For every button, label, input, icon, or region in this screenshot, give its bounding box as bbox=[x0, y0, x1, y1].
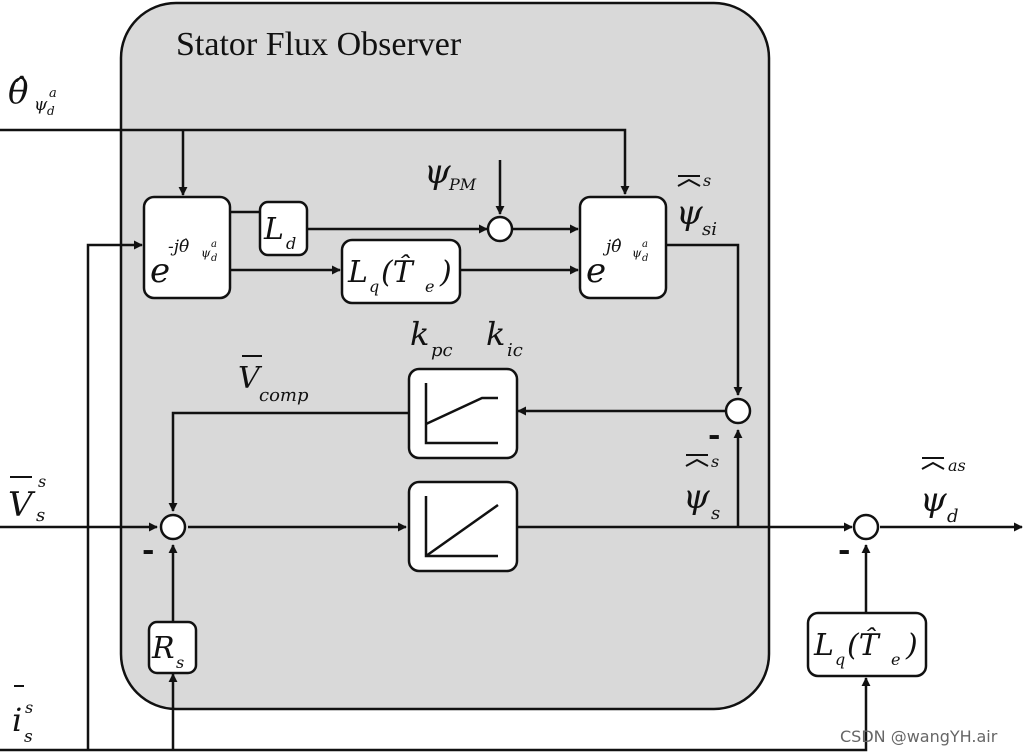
vcomp-subscript: comp bbox=[259, 385, 309, 406]
wire-psi-si-to-sum bbox=[666, 243, 743, 396]
rot-neg-exp-sup: a bbox=[211, 239, 217, 250]
vcomp-symbol: V bbox=[238, 361, 263, 396]
lq-out-symbol: L bbox=[813, 628, 834, 663]
wire-is-to-rot-neg bbox=[86, 240, 143, 750]
lq-argument-close: ) bbox=[439, 255, 452, 290]
sum-junction-int bbox=[159, 513, 187, 541]
rot-neg-exp-subsub: d bbox=[211, 253, 217, 264]
psi-d-superscript: as bbox=[948, 456, 966, 475]
psi-d-subscript: d bbox=[947, 506, 959, 527]
ld-subscript: d bbox=[286, 234, 296, 253]
rot-pos-exp-sup: a bbox=[642, 239, 648, 250]
pi-axes-icon bbox=[424, 383, 498, 445]
lq-out-argument-close: ) bbox=[905, 628, 918, 663]
rot-pos-exp-subsub: d bbox=[642, 253, 648, 264]
is-symbol: i bbox=[12, 701, 22, 739]
rot-neg-exp: -jθ̂ bbox=[168, 237, 189, 257]
kpc-symbol: k bbox=[410, 315, 429, 353]
observer-panel bbox=[119, 1, 771, 711]
rs-subscript: s bbox=[176, 653, 184, 672]
lq-argument: (T̂ bbox=[381, 255, 415, 290]
is-subscript: s bbox=[24, 727, 33, 747]
rotation-neg-block bbox=[142, 195, 232, 300]
rot-pos-exp: jθ̂ bbox=[602, 237, 622, 257]
psi-s-superscript: s bbox=[711, 452, 719, 471]
wire-theta-to-rot-pos bbox=[0, 128, 630, 195]
lq-out-argument-subscript: e bbox=[891, 650, 900, 669]
theta-input-superscript: a bbox=[49, 86, 57, 101]
psi-si-accents bbox=[677, 175, 701, 187]
observer-title: Stator Flux Observer bbox=[176, 26, 462, 63]
psi-s-subscript: s bbox=[711, 503, 720, 524]
psi-s-symbol: ψ bbox=[683, 477, 710, 517]
psi-si-superscript: s bbox=[703, 171, 711, 190]
minus-sign-int: - bbox=[142, 533, 154, 568]
rs-block bbox=[147, 620, 198, 675]
minus-sign-out: - bbox=[838, 533, 850, 568]
kic-subscript: ic bbox=[507, 340, 523, 361]
theta-input-subsubscript: d bbox=[47, 104, 55, 118]
theta-input-subscript: ψ bbox=[34, 95, 48, 115]
sum-junction-pi bbox=[724, 397, 752, 425]
minus-sign-pi: - bbox=[708, 418, 720, 453]
rot-pos-base: e bbox=[586, 251, 606, 291]
wire-vcomp-to-sum bbox=[168, 411, 408, 512]
psi-pm-subscript: PM bbox=[448, 175, 477, 194]
kic-symbol: k bbox=[486, 315, 505, 353]
sum-junction-out bbox=[852, 513, 880, 541]
psi-d-accents bbox=[921, 457, 945, 470]
lq-out-block bbox=[806, 611, 928, 678]
signal-wires bbox=[0, 128, 1023, 752]
lq-out-subscript: q bbox=[835, 650, 845, 669]
rotation-pos-block bbox=[578, 195, 668, 300]
vs-subscript: s bbox=[36, 505, 45, 526]
psi-si-symbol: ψ bbox=[676, 193, 703, 233]
vs-superscript: s bbox=[38, 472, 46, 491]
psi-si-subscript: si bbox=[702, 219, 717, 240]
lq-symbol: L bbox=[347, 255, 368, 290]
watermark: CSDN @wangYH.air bbox=[840, 727, 998, 746]
rot-neg-exp-sub: ψ bbox=[201, 246, 211, 260]
integrator-ramp-icon bbox=[425, 503, 499, 558]
sum-junction-pm bbox=[486, 215, 514, 243]
kpc-subscript: pc bbox=[431, 340, 453, 361]
lq-argument-subscript: e bbox=[425, 277, 434, 296]
rs-symbol: R bbox=[151, 631, 175, 666]
vs-symbol: V bbox=[8, 485, 36, 525]
psi-d-symbol: ψ bbox=[920, 480, 947, 520]
lq-block bbox=[340, 238, 462, 305]
rot-neg-base: e bbox=[150, 251, 170, 291]
pi-curve-icon bbox=[425, 396, 498, 426]
theta-input-symbol: θ̂ bbox=[8, 72, 28, 112]
pi-controller-block bbox=[407, 367, 519, 460]
ld-block bbox=[258, 200, 309, 257]
ld-symbol: L bbox=[263, 212, 284, 247]
wire-is-to-lq-out bbox=[0, 677, 871, 752]
psi-pm-symbol: ψ bbox=[424, 152, 451, 192]
lq-out-argument: (T̂ bbox=[847, 628, 881, 663]
psi-s-accents bbox=[685, 454, 709, 467]
is-superscript: s bbox=[25, 698, 33, 717]
lq-subscript: q bbox=[369, 277, 379, 296]
rot-pos-exp-sub: ψ bbox=[632, 246, 642, 260]
